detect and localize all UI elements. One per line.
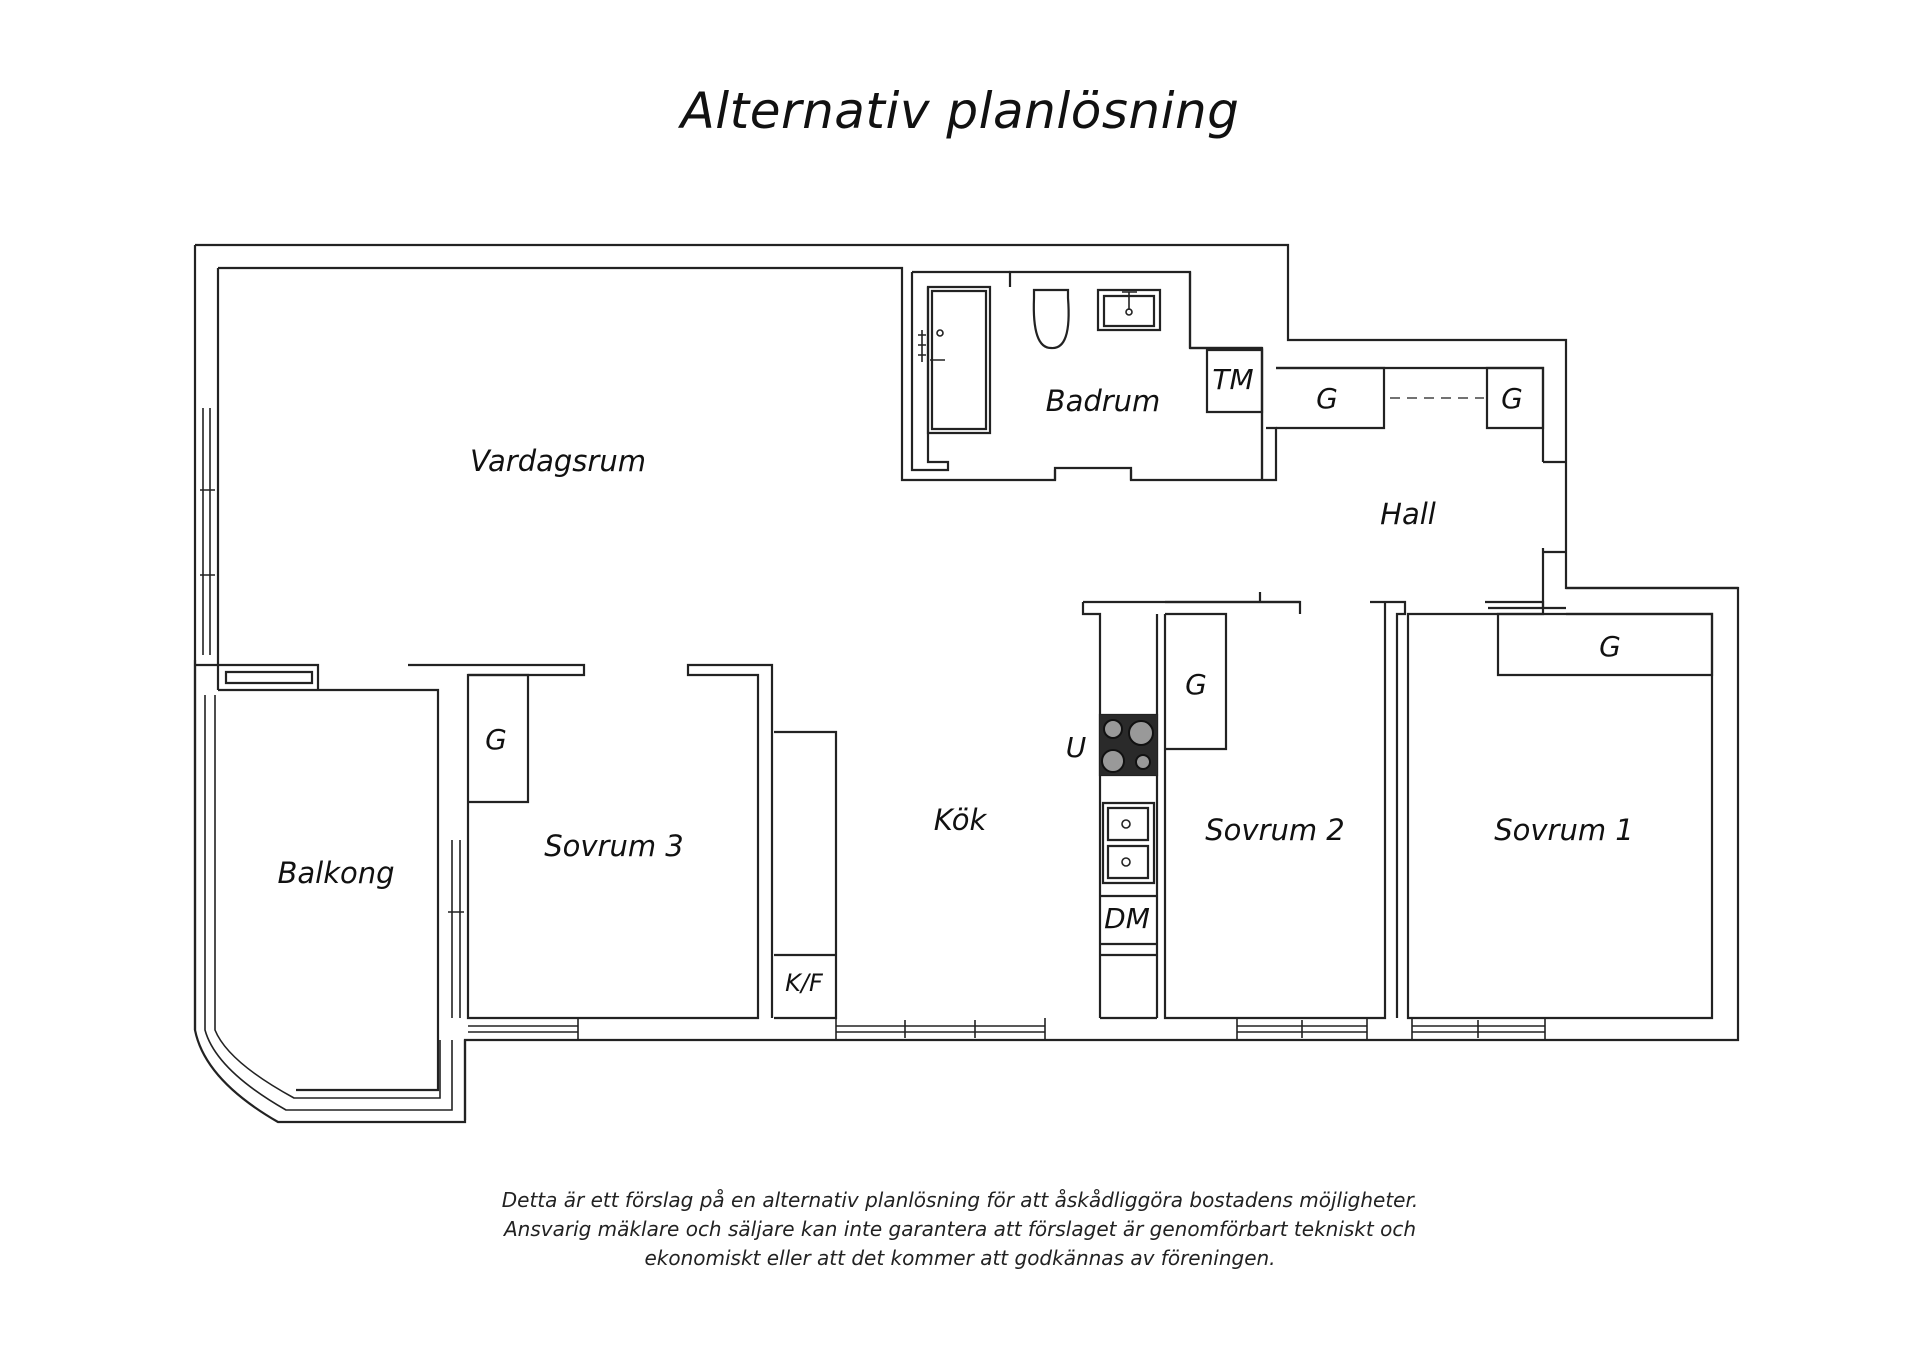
plan-title: Alternativ planlösning bbox=[680, 82, 1240, 140]
label-g-hall-left: G bbox=[1316, 382, 1338, 415]
label-g-sovrum3: G bbox=[485, 723, 507, 756]
sovrum1-wardrobe bbox=[1496, 612, 1714, 677]
label-u: U bbox=[1066, 731, 1087, 764]
label-badrum: Badrum bbox=[1046, 384, 1161, 418]
bathroom-wall bbox=[910, 270, 1264, 480]
toilet-icon bbox=[1032, 288, 1070, 350]
balcony-inner bbox=[218, 688, 440, 1092]
balcony-outline bbox=[193, 660, 467, 1124]
hall-wardrobe-right bbox=[1485, 366, 1545, 430]
label-tm: TM bbox=[1212, 363, 1253, 396]
burner-icon bbox=[1101, 749, 1125, 773]
disclaimer: Detta är ett förslag på en alternativ pl… bbox=[0, 1186, 1920, 1273]
drain-icon bbox=[1121, 857, 1131, 867]
label-sovrum1: Sovrum 1 bbox=[1494, 813, 1634, 847]
label-g-sovrum2: G bbox=[1185, 668, 1207, 701]
shower-head-icon bbox=[936, 329, 944, 337]
label-sovrum3: Sovrum 3 bbox=[544, 829, 684, 863]
label-hall: Hall bbox=[1380, 497, 1436, 531]
drain-icon bbox=[1121, 819, 1131, 829]
label-balkong: Balkong bbox=[277, 856, 394, 890]
disclaimer-line: ekonomiskt eller att det kommer att godk… bbox=[644, 1246, 1276, 1270]
washbasin-icon bbox=[1096, 288, 1162, 332]
faucet-icon bbox=[1122, 291, 1137, 310]
sovrum2-wardrobe bbox=[1165, 612, 1228, 751]
shower bbox=[926, 285, 992, 435]
label-g-sovrum1: G bbox=[1599, 630, 1621, 663]
living-window bbox=[200, 408, 215, 655]
burner-icon bbox=[1103, 719, 1123, 739]
kitchen-island bbox=[1081, 600, 1302, 1020]
disclaimer-line: Detta är ett förslag på en alternativ pl… bbox=[501, 1188, 1419, 1212]
label-sovrum2: Sovrum 2 bbox=[1205, 813, 1345, 847]
bottom-wall-gap bbox=[577, 1018, 1546, 1040]
bottom-window bbox=[468, 1020, 1545, 1038]
label-kf: K/F bbox=[785, 969, 824, 997]
balcony-rail-1 bbox=[204, 695, 453, 1111]
sovrum1-wall bbox=[1383, 600, 1714, 1020]
balcony-rail-2 bbox=[214, 695, 441, 1099]
hall-right-wall bbox=[1543, 550, 1738, 590]
shower-control bbox=[918, 330, 945, 362]
sovrum3-window bbox=[448, 840, 464, 1018]
label-dm: DM bbox=[1104, 902, 1150, 935]
sovrum3-wardrobe bbox=[468, 673, 530, 804]
sink bbox=[1101, 801, 1156, 885]
drain-icon bbox=[1125, 308, 1133, 316]
burner-icon bbox=[1128, 720, 1154, 746]
disclaimer-line: Ansvarig mäklare och säljare kan inte ga… bbox=[503, 1217, 1416, 1241]
label-g-hall-right: G bbox=[1501, 382, 1523, 415]
burner-icon bbox=[1135, 754, 1151, 770]
sovrum2-wall bbox=[1163, 592, 1407, 1020]
tm-cabinet bbox=[1205, 348, 1264, 414]
kitchen-counter-left bbox=[774, 730, 838, 1020]
outer-wall bbox=[195, 243, 1740, 1120]
sovrum3-wall bbox=[408, 663, 774, 1020]
balcony-top bbox=[195, 660, 320, 690]
hall-wardrobe-left bbox=[1276, 366, 1386, 430]
label-kok: Kök bbox=[934, 803, 988, 837]
label-vardagsrum: Vardagsrum bbox=[470, 444, 646, 478]
